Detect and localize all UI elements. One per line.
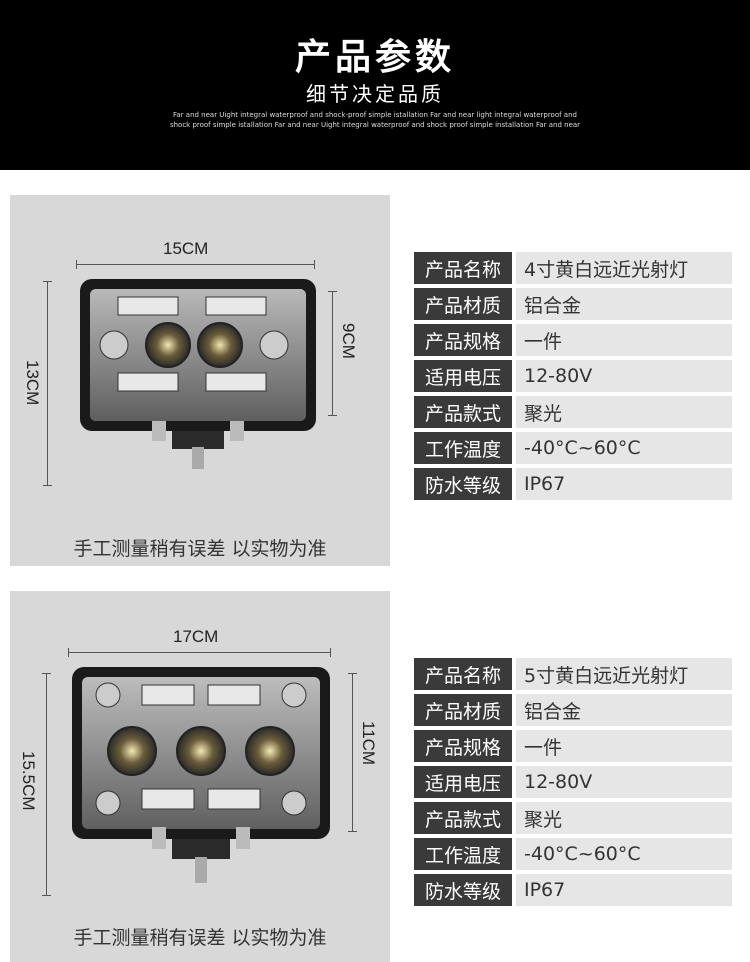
product-image-panel-2: 17CM 15.5CM 11CM 手工测量稍有误差 以实物为准 xyxy=(10,591,390,962)
measurement-note: 手工测量稍有误差 以实物为准 xyxy=(73,927,327,949)
spec-row: 产品款式聚光 xyxy=(414,800,732,836)
dimension-tick xyxy=(42,895,51,896)
spec-value: -40°C~60°C xyxy=(516,838,732,870)
spec-key: 适用电压 xyxy=(414,360,512,392)
spec-value: 聚光 xyxy=(516,396,732,428)
height-label: 15.5CM xyxy=(19,751,38,811)
lens-height-label: 11CM xyxy=(359,721,378,766)
width-dimension-line xyxy=(68,652,330,653)
work-light-4inch-image xyxy=(80,279,316,469)
spec-key: 防水等级 xyxy=(414,874,512,906)
spec-key: 工作温度 xyxy=(414,838,512,870)
width-dimension-line xyxy=(76,264,314,265)
dimension-tick xyxy=(314,260,315,269)
dimension-tick xyxy=(42,673,51,674)
spec-key: 产品款式 xyxy=(414,802,512,834)
width-label: 17CM xyxy=(173,627,219,646)
spec-key: 产品材质 xyxy=(414,288,512,320)
dimension-tick xyxy=(328,291,337,292)
spec-key: 产品规格 xyxy=(414,324,512,356)
dimension-tick xyxy=(330,648,331,657)
spec-value: IP67 xyxy=(516,874,732,906)
dimension-tick xyxy=(348,673,357,674)
dimension-tick xyxy=(328,415,337,416)
spec-key: 产品名称 xyxy=(414,658,512,690)
spec-key: 工作温度 xyxy=(414,432,512,464)
dimension-tick xyxy=(68,648,69,657)
spec-row: 产品材质铝合金 xyxy=(414,286,732,322)
spec-key: 产品规格 xyxy=(414,730,512,762)
spec-key: 防水等级 xyxy=(414,468,512,500)
page-title: 产品参数 xyxy=(294,37,455,78)
dimension-tick xyxy=(76,260,77,269)
spec-value: 5寸黄白远近光射灯 xyxy=(516,658,732,690)
spec-value: 聚光 xyxy=(516,802,732,834)
dimension-tick xyxy=(43,281,52,282)
spec-value: IP67 xyxy=(516,468,732,500)
spec-value: 一件 xyxy=(516,730,732,762)
spec-key: 产品材质 xyxy=(414,694,512,726)
measurement-note: 手工测量稍有误差 以实物为准 xyxy=(73,538,327,560)
product-image-panel-1: 15CM 13CM 9CM 手工测量稍有误差 以实物为准 xyxy=(10,195,390,566)
dimension-tick xyxy=(43,485,52,486)
spec-value: 12-80V xyxy=(516,766,732,798)
spec-row: 产品材质铝合金 xyxy=(414,692,732,728)
spec-row: 产品款式聚光 xyxy=(414,394,732,430)
height-dimension-line xyxy=(47,281,48,485)
spec-value: 一件 xyxy=(516,324,732,356)
spec-value: 4寸黄白远近光射灯 xyxy=(516,252,732,284)
work-light-5inch-image xyxy=(72,667,330,883)
spec-key: 产品名称 xyxy=(414,252,512,284)
fine-print: Far and near Uight integral waterproof a… xyxy=(169,111,581,129)
spec-key: 产品款式 xyxy=(414,396,512,428)
header-banner: 产品参数 细节决定品质 Far and near Uight integral … xyxy=(0,0,750,170)
spec-value: 铝合金 xyxy=(516,694,732,726)
spec-row: 产品规格一件 xyxy=(414,728,732,764)
lens-height-dimension-line xyxy=(332,291,333,415)
height-dimension-line xyxy=(46,673,47,895)
lens-height-dimension-line xyxy=(352,673,353,831)
spec-key: 适用电压 xyxy=(414,766,512,798)
lens-height-label: 9CM xyxy=(339,323,358,359)
spec-value: 铝合金 xyxy=(516,288,732,320)
dimension-tick xyxy=(348,831,357,832)
height-label: 13CM xyxy=(23,360,42,406)
spec-value: 12-80V xyxy=(516,360,732,392)
spec-row: 工作温度-40°C~60°C xyxy=(414,836,732,872)
width-label: 15CM xyxy=(163,239,209,258)
spec-row: 工作温度-40°C~60°C xyxy=(414,430,732,466)
page-subtitle: 细节决定品质 xyxy=(306,82,444,106)
spec-row: 产品规格一件 xyxy=(414,322,732,358)
spec-value: -40°C~60°C xyxy=(516,432,732,464)
